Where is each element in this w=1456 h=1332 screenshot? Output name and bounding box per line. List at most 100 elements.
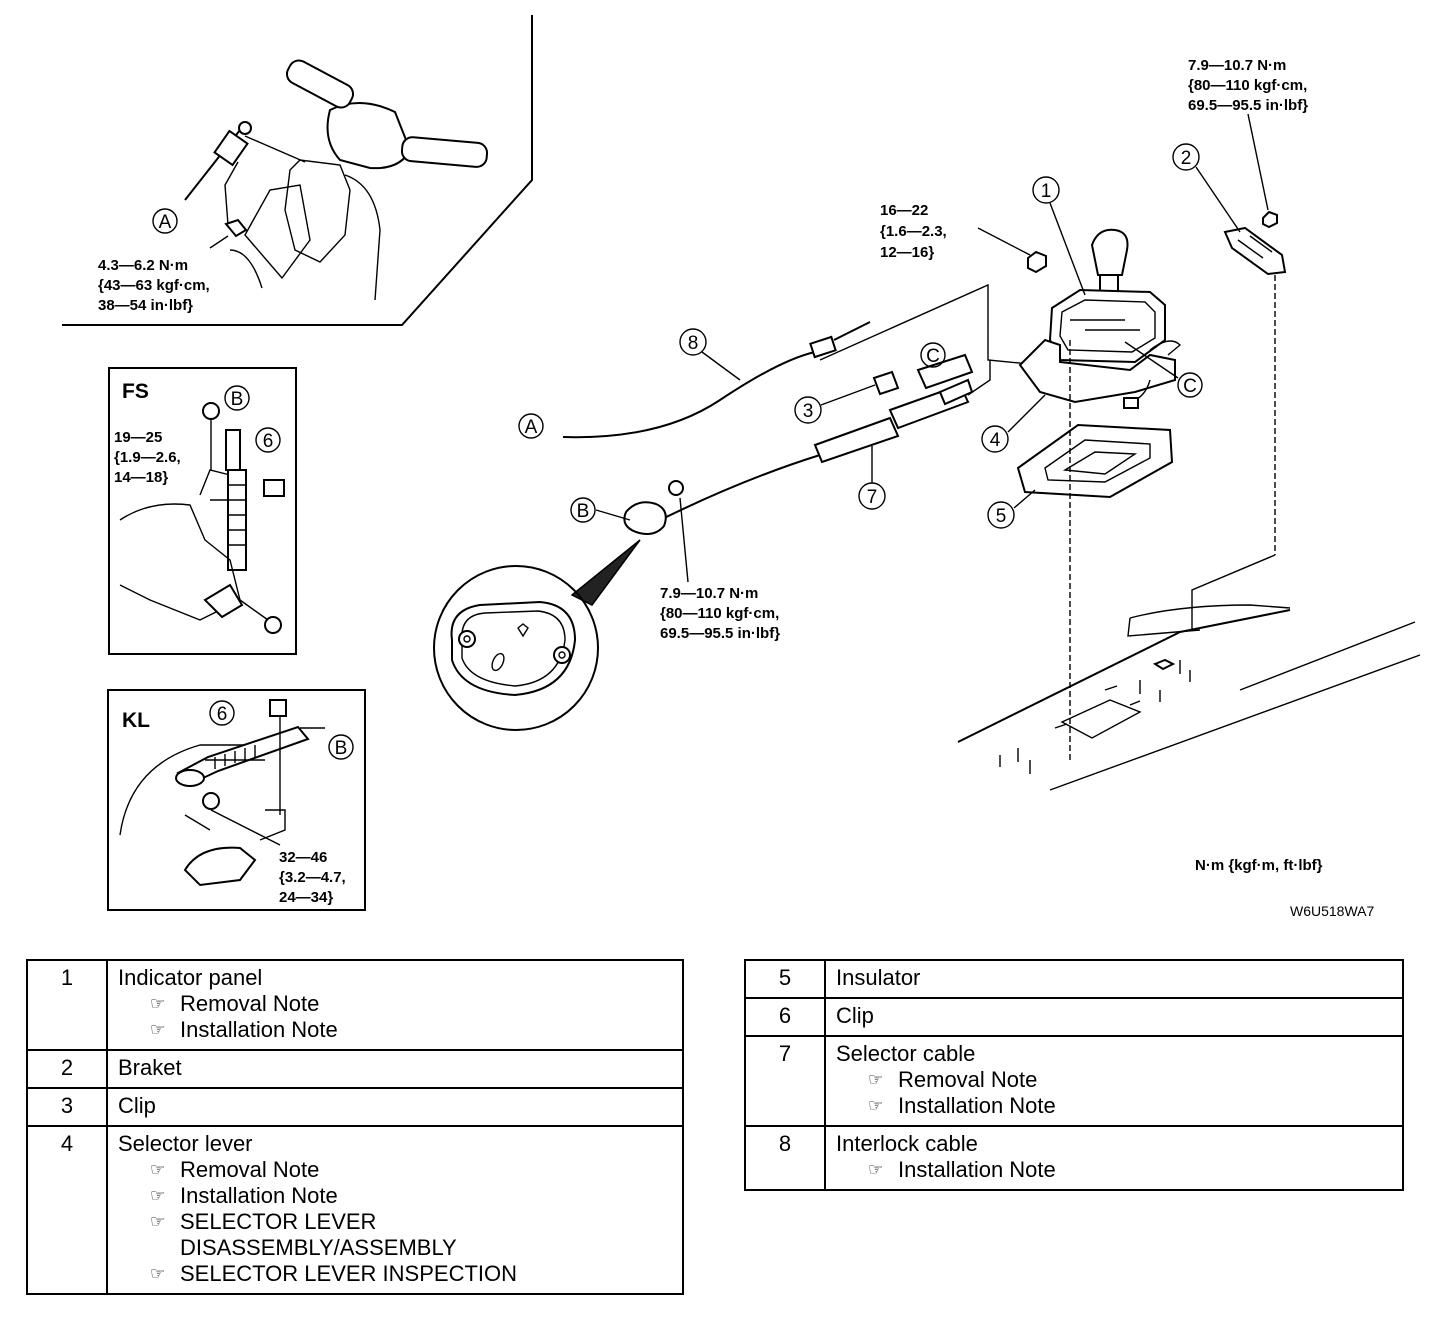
reference-note[interactable]: ☞SELECTOR LEVER DISASSEMBLY/ASSEMBLY [118, 1209, 672, 1261]
selector-lever-assembly: 16—22 {1.6—2.3, 12—16} 1 C [880, 176, 1203, 760]
reference-note[interactable]: ☞Installation Note [118, 1017, 672, 1043]
pointing-hand-icon: ☞ [150, 1212, 166, 1232]
part-name: Interlock cable [836, 1131, 978, 1156]
part-number: 2 [26, 1049, 108, 1089]
reference-note-text: Removal Note [180, 991, 320, 1016]
part-row: 1 Indicator panel ☞ Removal Note☞Installati… [26, 959, 684, 1051]
callout-a: A [152, 208, 178, 234]
svg-text:B: B [577, 501, 590, 522]
part-description: Clip [824, 997, 1404, 1037]
svg-text:C: C [926, 346, 940, 367]
parts-table-left: 1 Indicator panel ☞ Removal Note ☞ Installati… [26, 959, 684, 1295]
part-name: Braket [118, 1055, 182, 1080]
svg-text:1: 1 [1041, 181, 1052, 202]
floor-panel [957, 604, 1421, 791]
svg-text:38—54 in·lbf}: 38—54 in·lbf} [98, 297, 193, 314]
callout-a-main: A [518, 413, 544, 439]
reference-note-text: Installation Note [898, 1157, 1056, 1182]
figure-code: W6U518WA7 [1290, 903, 1375, 919]
reference-note[interactable]: ☞ Installation Note [836, 1157, 1392, 1183]
svg-text:6: 6 [217, 704, 228, 725]
kl-label: KL [122, 709, 150, 732]
callout-6-kl: 6 [209, 700, 235, 726]
svg-text:7: 7 [867, 487, 878, 508]
pointing-hand-icon: ☞ [868, 1096, 884, 1116]
pointing-hand-icon: ☞ [150, 1186, 166, 1206]
svg-text:8: 8 [688, 333, 699, 354]
reference-note-text: Installation Note [180, 1183, 338, 1208]
part-description: Indicator panel ☞ Removal Note☞Installatio… [106, 959, 684, 1051]
selector-cable: B 3 7 C 7.9—10.7 N·m {80—110 kgf·cm, 69.… [570, 342, 991, 642]
svg-text:4.3—6.2 N·m: 4.3—6.2 N·m [98, 257, 188, 274]
callout-6-fs: 6 [255, 427, 281, 453]
part-name: Selector cable [836, 1041, 976, 1066]
reference-note[interactable]: ☞ Installation Note [836, 1093, 1392, 1119]
steering-column-inset: A 4.3—6.2 N·m {43—63 kgf·cm, 38—54 in·lb… [62, 15, 533, 326]
svg-text:5: 5 [996, 506, 1007, 527]
part-number: 4 [26, 1125, 108, 1295]
callout-3: 3 [794, 396, 822, 424]
reference-note[interactable]: ☞Removal Note [118, 1157, 672, 1183]
svg-text:16—22: 16—22 [880, 202, 928, 219]
part-name: Indicator panel [118, 965, 263, 990]
reference-note[interactable]: ☞ Removal Note [118, 991, 672, 1017]
svg-text:B: B [231, 389, 244, 410]
callout-2: 2 [1172, 143, 1200, 171]
callout-b-main: B [570, 497, 596, 523]
svg-text:14—18}: 14—18} [114, 469, 168, 486]
pointing-hand-icon: ☞ [868, 1160, 884, 1180]
part-description: Insulator [824, 959, 1404, 999]
interlock-cable: A 8 [518, 283, 1041, 439]
svg-text:{80—110 kgf·cm,: {80—110 kgf·cm, [660, 605, 779, 622]
reference-note-text: Installation Note [898, 1093, 1056, 1118]
fs-label: FS [122, 380, 149, 403]
svg-text:A: A [159, 212, 172, 233]
svg-text:{1.6—2.3,: {1.6—2.3, [880, 223, 947, 240]
part-number: 6 [744, 997, 826, 1037]
part-description: Clip [106, 1087, 684, 1127]
part-description: Selector cable ☞ Removal Note ☞ Installation… [824, 1035, 1404, 1127]
bracket-assembly: 7.9—10.7 N·m {80—110 kgf·cm, 69.5—95.5 i… [1172, 57, 1308, 630]
part-name: Insulator [836, 965, 921, 990]
reference-note[interactable]: ☞ Removal Note [836, 1067, 1392, 1093]
svg-text:7.9—10.7 N·m: 7.9—10.7 N·m [1188, 57, 1286, 74]
callout-c-lever: C [1177, 372, 1203, 398]
callout-7: 7 [858, 482, 886, 510]
svg-text:19—25: 19—25 [114, 429, 162, 446]
svg-text:A: A [525, 417, 538, 438]
reference-note[interactable]: ☞SELECTOR LEVER INSPECTION [118, 1261, 672, 1287]
pointing-hand-icon: ☞ [868, 1070, 884, 1090]
svg-text:2: 2 [1181, 148, 1192, 169]
svg-text:69.5—95.5 in·lbf}: 69.5—95.5 in·lbf} [660, 625, 780, 642]
pointing-hand-icon: ☞ [150, 994, 166, 1014]
svg-text:B: B [335, 738, 348, 759]
pointing-hand-icon: ☞ [150, 1264, 166, 1284]
part-number: 7 [744, 1035, 826, 1127]
detail-magnifier [433, 539, 641, 731]
reference-note[interactable]: ☞ Installation Note [118, 1183, 672, 1209]
svg-text:7.9—10.7 N·m: 7.9—10.7 N·m [660, 585, 758, 602]
part-description: Selector lever☞Removal Note☞Installation… [106, 1125, 684, 1295]
svg-text:6: 6 [263, 431, 274, 452]
callout-b-kl: B [328, 734, 354, 760]
pointing-hand-icon: ☞ [150, 1160, 166, 1180]
svg-text:C: C [1183, 376, 1197, 397]
part-number: 1 [26, 959, 108, 1051]
part-number: 8 [744, 1125, 826, 1191]
callout-c-cable: C [920, 342, 946, 368]
reference-note-text: Removal Note [898, 1067, 1038, 1092]
callout-b-fs: B [224, 385, 250, 411]
svg-text:32—46: 32—46 [279, 849, 327, 866]
callout-1: 1 [1032, 176, 1060, 204]
callout-5: 5 [987, 501, 1015, 529]
svg-text:4: 4 [990, 430, 1001, 451]
part-row: 2 Braket [26, 1049, 684, 1089]
fs-inset: FS 19—25 {1.9—2.6, 14—18} B 6 [108, 367, 297, 655]
svg-text:{43—63 kgf·cm,: {43—63 kgf·cm, [98, 277, 210, 294]
svg-text:{3.2—4.7,: {3.2—4.7, [279, 869, 346, 886]
